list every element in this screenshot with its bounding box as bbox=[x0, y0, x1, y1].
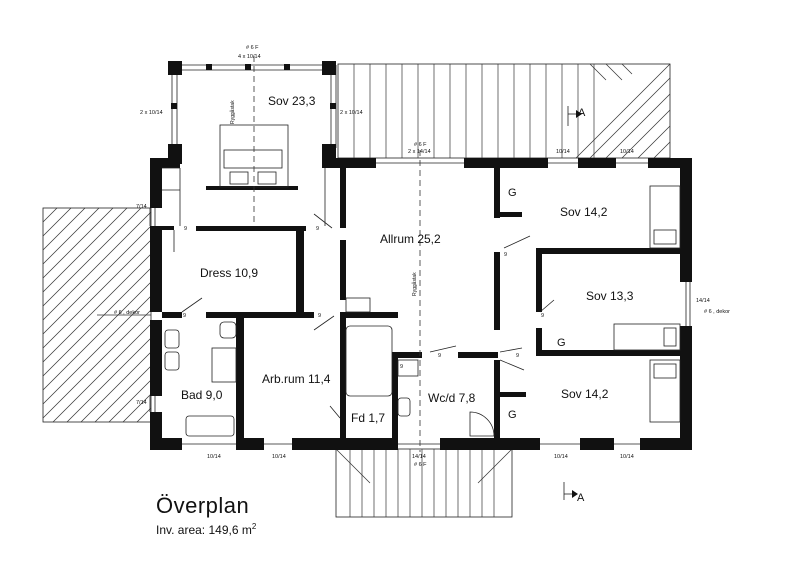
window-label-bot-mid-b: # 6 F bbox=[414, 462, 427, 468]
window-label-left-decor: # 6 , dekor bbox=[114, 310, 140, 316]
roof-hatch-top-right bbox=[337, 63, 671, 159]
room-label-bad: Bad 9,0 bbox=[181, 388, 223, 402]
door-label-6: 9 bbox=[541, 313, 544, 319]
window-label-bot-mid-a: 14/14 bbox=[412, 454, 426, 460]
door-label-7: 9 bbox=[438, 353, 441, 359]
room-label-sov-e: Sov 13,3 bbox=[586, 289, 634, 303]
window-label-right-decor: # 6 , dekor bbox=[704, 309, 730, 315]
window-label-ne1: 10/14 bbox=[556, 149, 570, 155]
room-label-sov-north: Sov 23,3 bbox=[268, 94, 316, 108]
window-label-left-sov: 2 x 10/14 bbox=[140, 110, 163, 116]
ridge-label-north: Ryggåstak bbox=[229, 100, 236, 124]
door-labels: 9 9 9 9 9 9 9 9 9 bbox=[183, 226, 544, 370]
room-label-wcd: Wc/d 7,8 bbox=[428, 391, 476, 405]
area-superscript: 2 bbox=[251, 522, 257, 531]
detail-lines bbox=[149, 56, 691, 500]
door-label-4: 9 bbox=[318, 313, 321, 319]
roof-hatch-left bbox=[42, 207, 152, 423]
window-label-right-a: 14/14 bbox=[696, 298, 710, 304]
upper-bay bbox=[168, 61, 337, 164]
storage-labels: G G G bbox=[508, 187, 566, 421]
room-labels: Sov 23,3 Allrum 25,2 Sov 14,2 Sov 13,3 S… bbox=[181, 94, 634, 425]
storage-label-g1: G bbox=[508, 187, 517, 199]
door-label-9: 9 bbox=[400, 364, 403, 370]
ridge-label-allrum: Ryggåstak bbox=[411, 272, 418, 296]
interior-walls bbox=[162, 168, 680, 438]
roof-hatch-bottom bbox=[335, 448, 513, 518]
door-label-1: 9 bbox=[184, 226, 187, 232]
window-label-allrum-a: # 6 F bbox=[414, 142, 427, 148]
window-label-bot2: 10/14 bbox=[272, 454, 286, 460]
section-mark-top: A bbox=[578, 107, 586, 119]
window-label-top-b: 4 x 10/14 bbox=[238, 54, 261, 60]
window-label-left-upper: 7/14 bbox=[136, 204, 147, 210]
section-mark-bottom: A bbox=[577, 492, 585, 504]
window-labels: # 6 F 4 x 10/14 2 x 10/14 2 x 10/14 # 6 … bbox=[114, 45, 730, 468]
door-label-5: 9 bbox=[504, 252, 507, 258]
window-label-left-lower: 7/14 bbox=[136, 400, 147, 406]
window-label-bot3: 10/14 bbox=[554, 454, 568, 460]
window-label-bot1: 10/14 bbox=[207, 454, 221, 460]
room-label-fd: Fd 1,7 bbox=[351, 411, 385, 425]
door-label-3: 9 bbox=[183, 313, 186, 319]
window-label-bot4: 10/14 bbox=[620, 454, 634, 460]
room-label-arbrum: Arb.rum 11,4 bbox=[262, 372, 331, 386]
plan-title: Överplan bbox=[156, 493, 250, 518]
exterior-walls bbox=[150, 158, 692, 450]
storage-label-g3: G bbox=[508, 409, 517, 421]
window-label-right-sov: 2 x 10/14 bbox=[340, 110, 363, 116]
area-value: Inv. area: 149,6 m bbox=[156, 523, 252, 537]
door-label-8: 9 bbox=[516, 353, 519, 359]
window-label-ne2: 10/14 bbox=[620, 149, 634, 155]
window-label-allrum-b: 2 x 14/14 bbox=[408, 149, 431, 155]
room-label-allrum: Allrum 25,2 bbox=[380, 232, 441, 246]
door-label-2: 9 bbox=[316, 226, 319, 232]
area-label: Inv. area: 149,6 m2 bbox=[156, 522, 256, 537]
room-label-sov-ne: Sov 14,2 bbox=[560, 205, 608, 219]
room-label-dress: Dress 10,9 bbox=[200, 266, 258, 280]
room-label-sov-se: Sov 14,2 bbox=[561, 387, 609, 401]
window-label-top-a: # 6 F bbox=[246, 45, 259, 51]
storage-label-g2: G bbox=[557, 337, 566, 349]
